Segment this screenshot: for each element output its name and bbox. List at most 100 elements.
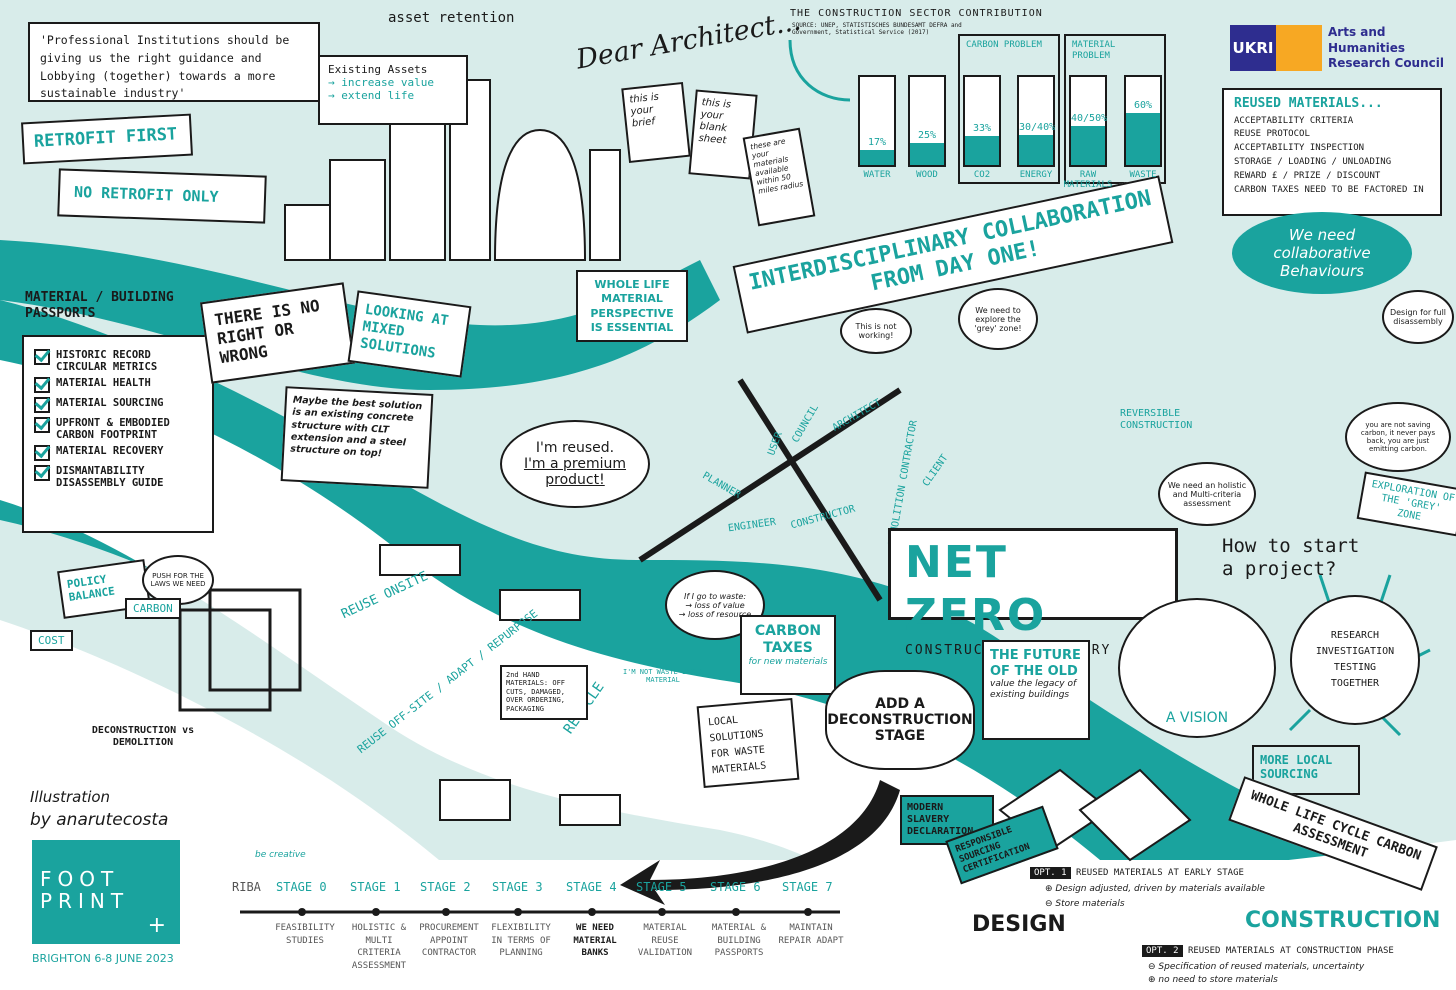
crate-stacks (379, 544, 621, 826)
opt1-title: REUSED MATERIALS AT EARLY STAGE (1075, 868, 1244, 878)
riba-stage-dot (732, 908, 740, 916)
existing-assets-item-2: → extend life (328, 89, 415, 103)
riba-stage-label: STAGE 3 (492, 880, 543, 894)
how-to-start-text: How to start a project? (1222, 535, 1360, 580)
material-problem-frame: MATERIAL PROBLEM (1064, 34, 1166, 184)
riba-stage-description: MAINTAIN REPAIR ADAPT (778, 923, 844, 946)
riba-stage-dot (588, 908, 596, 916)
riba-stage-label: STAGE 0 (276, 880, 327, 894)
checkbox-icon (34, 377, 50, 393)
chart-bar: 30/40% (1017, 75, 1055, 167)
brief-paper-1-text: this is your brief (628, 91, 660, 130)
checkbox-icon (34, 417, 50, 433)
local-solutions-text: LOCAL SOLUTIONS FOR WASTE MATERIALS (707, 714, 767, 777)
riba-stage-description: MATERIAL & BUILDING PASSPORTS (711, 923, 767, 959)
waste-bubble-line-3: → loss of resource (678, 609, 752, 619)
opt2-minus: ⊖ Specification of reused materials, unc… (1148, 962, 1365, 972)
passports-list: HISTORIC RECORD CIRCULAR METRICS MATERIAL… (34, 349, 202, 489)
chart-bar-fill (1019, 134, 1053, 165)
passport-item-label: HISTORIC RECORD CIRCULAR METRICS (56, 349, 158, 373)
passport-item-label: MATERIAL SOURCING (56, 397, 164, 409)
chart-category-label: ENERGY (1019, 170, 1053, 180)
passport-item: MATERIAL RECOVERY (34, 445, 202, 461)
brief-paper-3-text: these are your materials available withi… (749, 136, 804, 196)
retrofit-first-sign: RETROFIT FIRST (21, 113, 193, 165)
riba-stage-description: HOLISTIC & MULTI CRITERIA ASSESSMENT (351, 923, 407, 971)
riba-stage-label: STAGE 5 (636, 880, 687, 894)
passport-item: HISTORIC RECORD CIRCULAR METRICS (34, 349, 202, 373)
brief-paper-2-text: this is your blank sheet (698, 97, 732, 147)
not-waste-label: I'M NOT WASTE I'M A MATERIAL (622, 668, 704, 685)
existing-assets-item-1: → increase value (328, 76, 434, 90)
chart-bar-fill (860, 150, 894, 165)
chart-bar-value-label: 17% (867, 137, 887, 149)
grey-zone-text: We need to explore the 'grey' zone! (974, 305, 1022, 333)
maybe-text: Maybe the best solution is an existing c… (289, 394, 423, 460)
chart-bar-value-label: 40/50% (1071, 112, 1108, 124)
be-creative-label: be creative (255, 850, 306, 860)
carbon-taxes-title: CARBON TAXES (754, 623, 822, 656)
footprint-logo: FOOT PRINT + (32, 840, 180, 944)
net-zero-title: NET ZERO (905, 537, 1047, 641)
footprint-line-1: FOOT (40, 867, 120, 891)
riba-stage-description: WE NEED MATERIAL BANKS (573, 923, 617, 959)
maybe-sign: Maybe the best solution is an existing c… (280, 386, 434, 489)
reused-material-item-label: REWARD £ / PRIZE / DISCOUNT (1234, 170, 1381, 181)
add-deconstruction-burst: ADD A DECONSTRUCTION STAGE (825, 670, 975, 770)
passport-item-label: MATERIAL RECOVERY (56, 445, 164, 457)
reused-materials-box: REUSED MATERIALS... ACCEPTABILITY CRITER… (1222, 88, 1442, 216)
more-local-sign: MORE LOCAL SOURCING (1252, 745, 1360, 795)
riba-stage-description: FLEXIBILITY IN TERMS OF PLANNING (491, 923, 551, 959)
riba-stage-dot (658, 908, 666, 916)
waste-bubble-line-2: → loss of value (685, 600, 745, 610)
passport-item-label: UPFRONT & EMBODIED CARBON FOOTPRINT (56, 417, 170, 441)
chart-bar-fill (910, 143, 944, 165)
chart-bar: 40/50% (1069, 75, 1107, 167)
holistic-text: We need an holistic and Multi-criteria a… (1167, 480, 1247, 508)
reversible-construction-label: REVERSIBLE CONSTRUCTION (1120, 408, 1193, 431)
carbon-taxes-sign: CARBON TAXES for new materials (740, 615, 836, 695)
vision-text: A VISION (1165, 710, 1229, 726)
reused-speech-bubble: I'm reused. I'm a premium product! (500, 420, 650, 508)
carbon-taxes-sub: for new materials (748, 656, 828, 667)
chart-bar-value-label: 25% (917, 130, 937, 142)
research-circle: RESEARCH INVESTIGATION TESTING TOGETHER (1290, 595, 1420, 725)
disassembly-text: Design for full disassembly (1389, 308, 1447, 326)
reused-bubble-line-2: I'm a premium product! (523, 456, 627, 488)
city-skyline (284, 79, 621, 261)
add-deconstruction-text: ADD A DECONSTRUCTION STAGE (827, 696, 973, 744)
ukri-logo: UKRI (1230, 25, 1276, 71)
opt1-plus: ⊕ Design adjusted, driven by materials a… (1045, 884, 1265, 894)
ukri-logo-orange (1276, 25, 1322, 71)
chart-category-label: WATER (863, 170, 891, 180)
passports-title: MATERIAL / BUILDING PASSPORTS (25, 290, 174, 321)
quote-box: 'Professional Institutions should be giv… (28, 22, 320, 102)
chart-category-label: WOOD (916, 170, 938, 180)
reused-bubble-line-1: I'm reused. (535, 440, 615, 456)
brief-paper-1: this is your brief (621, 81, 691, 164)
second-hand-text: 2nd HAND MATERIALS: OFF CUTS, DAMAGED, O… (506, 671, 566, 713)
second-hand-sign: 2nd HAND MATERIALS: OFF CUTS, DAMAGED, O… (500, 665, 588, 720)
opt1-plus-text: Design adjusted, driven by materials ava… (1055, 884, 1265, 894)
no-right-wrong-text: THERE IS NO RIGHT OR WRONG (213, 295, 321, 368)
retrofit-first-text: RETROFIT FIRST (33, 124, 178, 152)
riba-stage-dot (372, 908, 380, 916)
passports-box: HISTORIC RECORD CIRCULAR METRICS MATERIAL… (22, 335, 214, 533)
local-solutions-sign: LOCAL SOLUTIONS FOR WASTE MATERIALS (696, 697, 800, 789)
passport-item: DISMANTABILITY DISASSEMBLY GUIDE (34, 465, 202, 489)
reused-material-item: REUSE PROTOCOL (1234, 129, 1430, 140)
carbon-problem-label: CARBON PROBLEM (966, 40, 1042, 50)
sector-title: THE CONSTRUCTION SECTOR CONTRIBUTION (790, 8, 1043, 19)
checkbox-icon (34, 465, 50, 481)
chart-category-label: RAW MATERIALS (1063, 170, 1113, 190)
chart-bar-fill (965, 136, 999, 165)
reused-material-item-label: ACCEPTABILITY INSPECTION (1234, 143, 1365, 154)
cross-line-2 (638, 387, 902, 563)
reused-material-item-label: REUSE PROTOCOL (1234, 129, 1310, 140)
more-local-text: MORE LOCAL SOURCING (1260, 753, 1333, 782)
disassembly-bubble: Design for full disassembly (1382, 290, 1454, 344)
chart-arrow (788, 39, 851, 102)
design-label: DESIGN (972, 912, 1066, 937)
checkbox-icon (34, 349, 50, 365)
checkbox-icon (34, 445, 50, 461)
